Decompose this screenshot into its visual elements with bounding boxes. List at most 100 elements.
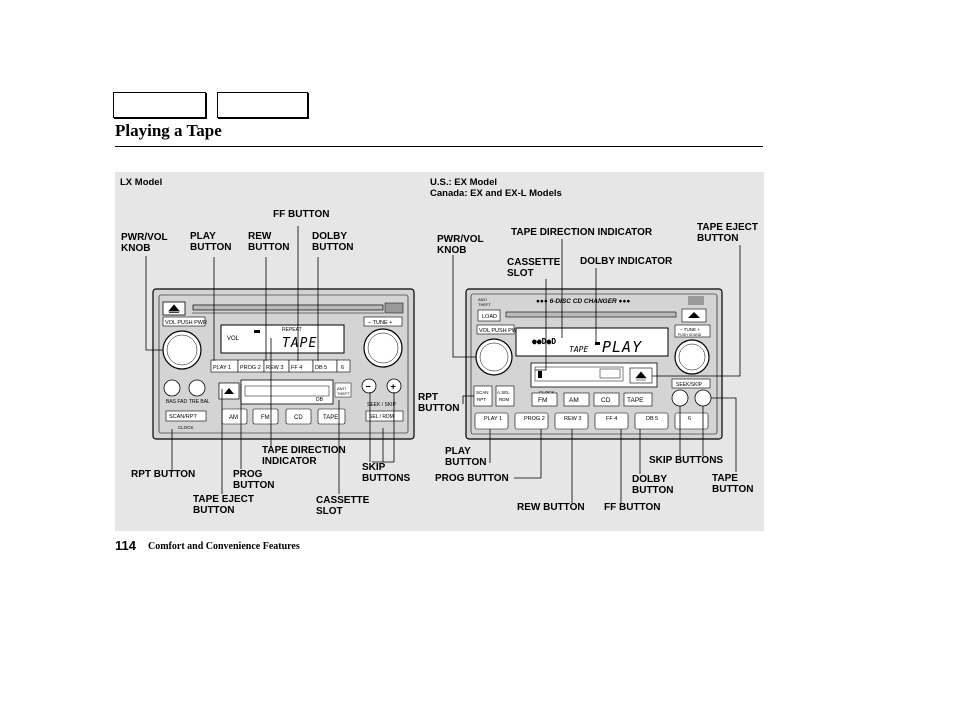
page-title: Playing a Tape: [115, 121, 222, 140]
ex-preset-5[interactable]: DB 5: [646, 416, 658, 422]
ex-tape-button[interactable]: [623, 392, 653, 407]
svg-text:−: −: [366, 382, 371, 392]
ex-anti-theft-legend: ANTI: [478, 297, 487, 302]
title-divider: [115, 146, 763, 147]
svg-text:THEFT: THEFT: [337, 391, 350, 396]
lx-sel-rdm-button[interactable]: [365, 410, 404, 422]
svg-text:RPT: RPT: [477, 397, 486, 402]
nav-tab-main-menu[interactable]: [113, 92, 206, 118]
lx-display-tape: TAPE: [282, 336, 317, 351]
lx-label-prog-button: PROG BUTTON: [233, 469, 275, 491]
svg-text:RDM: RDM: [499, 397, 509, 402]
ex-skip-up-button[interactable]: [694, 389, 712, 407]
ex-label-ff-button: FF BUTTON: [604, 502, 661, 513]
lx-skip-down-button[interactable]: [361, 378, 377, 394]
ex-preset-1[interactable]: PLAY 1: [484, 416, 502, 422]
lx-radio-unit: VOL PUSH PWR − TUNE + VOL REPEAT TAPE PL…: [152, 288, 415, 440]
ex-label-tape-direction-indicator: TAPE DIRECTION INDICATOR: [511, 227, 653, 238]
svg-text:THEFT: THEFT: [478, 302, 491, 307]
nav-tab-table-of-contents[interactable]: [217, 92, 308, 118]
ex-model-heading: U.S.: EX Model Canada: EX and EX-L Model…: [430, 177, 562, 199]
lx-preset-2[interactable]: PROG 2: [240, 365, 261, 371]
lx-tune-knob[interactable]: [363, 328, 403, 368]
ex-fm-button[interactable]: [531, 392, 558, 407]
lx-label-pwr-vol-knob: PWR/VOL KNOB: [121, 232, 168, 254]
ex-display-indicator: ●●D●D: [532, 337, 556, 346]
ex-cd-button[interactable]: [593, 392, 620, 407]
ex-label-rew-button: REW BUTTON: [517, 502, 585, 513]
lx-vol-knob[interactable]: [162, 330, 202, 370]
ex-label-skip-buttons: SKIP BUTTONS: [649, 455, 724, 466]
lx-cd-button[interactable]: [285, 408, 312, 425]
lx-leader-lines: [145, 226, 395, 494]
ex-changer-legend: ●●● 6-DISC CD CHANGER ●●●: [536, 298, 630, 305]
lx-preset-1[interactable]: PLAY 1: [213, 365, 231, 371]
lx-label-ff-button: FF BUTTON: [273, 209, 330, 220]
ex-label-pwr-vol-knob: PWR/VOL KNOB: [437, 234, 484, 256]
ex-display-play: PLAY: [602, 338, 642, 356]
ex-preset-2[interactable]: PROG 2: [524, 416, 545, 422]
lx-label-dolby-button: DOLBY BUTTON: [312, 231, 354, 253]
ex-label-tape-eject-button: TAPE EJECT BUTTON: [697, 222, 758, 244]
lx-label-tape-eject-button: TAPE EJECT BUTTON: [193, 494, 254, 516]
ex-asel-rdm-button[interactable]: [495, 385, 515, 407]
lx-bas-fad-legend: BAS FAD: [166, 399, 188, 405]
ex-seek-skip-legend: SEEK/SKIP: [676, 382, 703, 388]
lx-treble-knob[interactable]: [188, 379, 206, 397]
lx-anti-theft-legend: ANTI: [337, 386, 346, 391]
ex-label-dolby-button: DOLBY BUTTON: [632, 474, 674, 496]
lx-label-rew-button: REW BUTTON: [248, 231, 290, 253]
lx-bass-knob[interactable]: [163, 379, 181, 397]
ex-fm-label: FM: [538, 397, 547, 404]
lx-preset-3[interactable]: REW 3: [266, 365, 283, 371]
lx-scan-rpt-button[interactable]: [165, 410, 207, 422]
lx-cd-label: CD: [294, 415, 303, 421]
ex-load-label: LOAD: [482, 314, 497, 320]
lx-am-label: AM: [229, 415, 238, 421]
lx-sel-rdm-label: SEL / RDM: [369, 414, 394, 420]
ex-clock-label: CLOCK: [539, 390, 555, 395]
lx-model-heading: LX Model: [120, 177, 163, 188]
ex-label-play-button: PLAY BUTTON: [445, 446, 487, 468]
ex-am-button[interactable]: [563, 392, 590, 407]
ex-radio-unit: ANTI THEFT ●●● 6-DISC CD CHANGER ●●● LOA…: [465, 288, 723, 440]
lx-clock-label: CLOCK: [178, 425, 194, 430]
lx-seek-skip-legend: SEEK / SKIP: [367, 402, 397, 408]
ex-display-tape: TAPE: [569, 345, 588, 354]
lx-display-repeat: REPEAT: [282, 327, 302, 333]
svg-text:DB: DB: [316, 397, 324, 403]
ex-am-label: AM: [569, 397, 579, 404]
svg-text:SCAN: SCAN: [476, 390, 489, 395]
lx-scan-rpt-label: SCAN/RPT: [169, 414, 197, 420]
ex-label-cassette-slot: CASSETTE SLOT: [507, 257, 561, 279]
ex-preset-3[interactable]: REW 3: [564, 416, 581, 422]
ex-tune-knob[interactable]: [674, 339, 710, 375]
lx-tape-button[interactable]: [317, 408, 346, 425]
ex-scan-rpt-button[interactable]: [473, 385, 493, 407]
ex-leader-lines: [452, 239, 741, 503]
ex-preset-6[interactable]: 6: [688, 416, 691, 422]
lx-display-vol: VOL: [227, 336, 240, 342]
ex-load-button[interactable]: [477, 309, 501, 322]
lx-preset-6[interactable]: 6: [341, 365, 344, 371]
page-number: 114: [115, 538, 136, 553]
ex-label-dolby-indicator: DOLBY INDICATOR: [580, 256, 673, 267]
ex-label-tape-button: TAPE BUTTON: [712, 473, 754, 495]
ex-tune-legend: − TUNE +: [680, 327, 700, 332]
lx-label-cassette-slot: CASSETTE SLOT: [316, 495, 370, 517]
lx-fm-button[interactable]: [252, 408, 279, 425]
svg-text:+: +: [391, 382, 396, 392]
ex-label-prog-button: PROG BUTTON: [435, 473, 509, 484]
ex-vol-pwr-legend: VOL PUSH PWR: [479, 328, 521, 334]
ex-skip-down-button[interactable]: [671, 389, 689, 407]
section-name: Comfort and Convenience Features: [148, 541, 300, 552]
ex-preset-4[interactable]: FF 4: [606, 416, 617, 422]
lx-preset-4[interactable]: FF 4: [291, 365, 302, 371]
lx-fm-label: FM: [261, 415, 270, 421]
ex-label-rpt-button: RPT BUTTON: [418, 392, 460, 414]
lx-tre-bal-legend: TRE BAL: [189, 399, 210, 405]
lx-preset-5[interactable]: DB 5: [315, 365, 327, 371]
lx-label-play-button: PLAY BUTTON: [190, 231, 232, 253]
ex-vol-knob[interactable]: [475, 338, 513, 376]
